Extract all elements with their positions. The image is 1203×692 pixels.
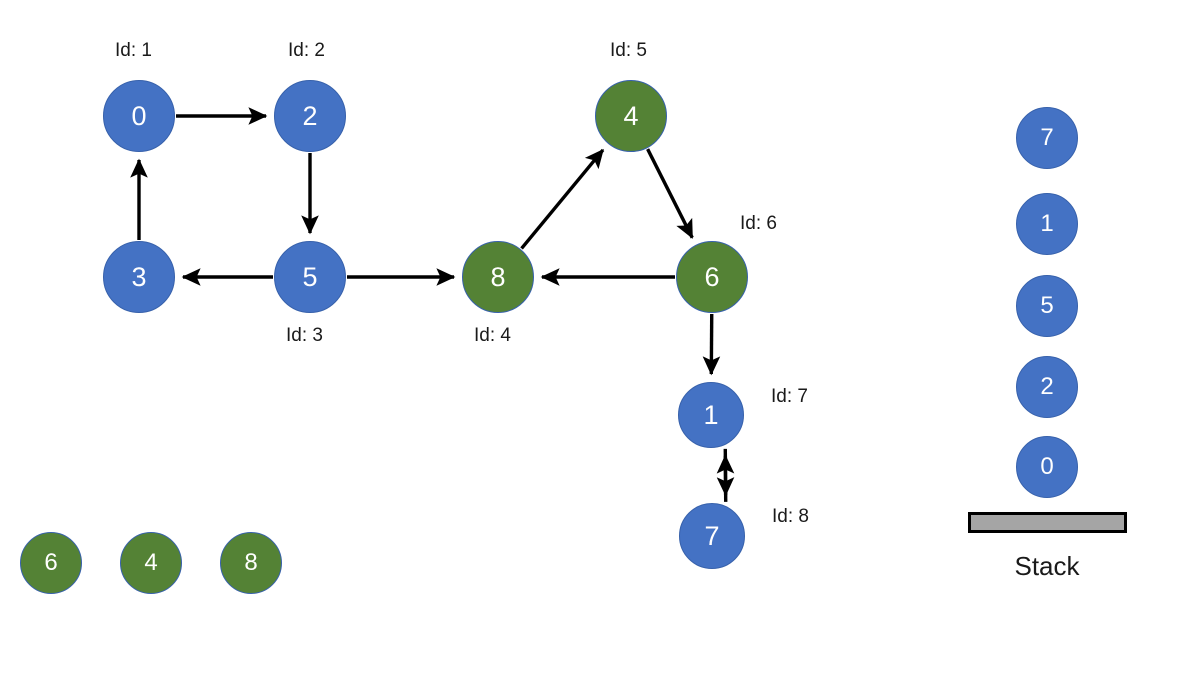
graph-node-5[interactable]: 5 bbox=[274, 241, 346, 313]
stack-node-1[interactable]: 1 bbox=[1016, 193, 1078, 255]
edge-id-label-3: Id: 4 bbox=[474, 325, 511, 346]
node-label: 6 bbox=[44, 549, 58, 576]
graph-edge-n4-to-n6 bbox=[646, 148, 694, 239]
edge-id-label-2: Id: 3 bbox=[286, 325, 323, 346]
node-label: 2 bbox=[1040, 373, 1054, 400]
edge-id-label-0: Id: 1 bbox=[115, 40, 152, 61]
node-label: 1 bbox=[703, 399, 719, 430]
edge-id-label-6: Id: 7 bbox=[771, 386, 808, 407]
node-label: 2 bbox=[302, 100, 318, 131]
stack-node-2[interactable]: 2 bbox=[1016, 356, 1078, 418]
pool-node-8[interactable]: 8 bbox=[220, 532, 282, 594]
node-label: 8 bbox=[490, 261, 506, 292]
stack-node-5[interactable]: 5 bbox=[1016, 275, 1078, 337]
graph-node-8[interactable]: 8 bbox=[462, 241, 534, 313]
graph-node-7[interactable]: 7 bbox=[679, 503, 745, 569]
node-label: 0 bbox=[1040, 453, 1054, 480]
stack-base-bar bbox=[968, 512, 1127, 533]
node-label: 6 bbox=[704, 261, 720, 292]
pool-node-6[interactable]: 6 bbox=[20, 532, 82, 594]
node-label: 8 bbox=[244, 549, 258, 576]
stack-caption: Stack bbox=[1014, 551, 1080, 581]
edge-id-label-4: Id: 5 bbox=[610, 40, 647, 61]
edge-id-label-5: Id: 6 bbox=[740, 213, 777, 234]
graph-node-6[interactable]: 6 bbox=[676, 241, 748, 313]
pool-node-4[interactable]: 4 bbox=[120, 532, 182, 594]
node-label: 5 bbox=[302, 261, 318, 292]
graph-node-2[interactable]: 2 bbox=[274, 80, 346, 152]
node-label: 7 bbox=[704, 520, 720, 551]
graph-edge-n8-to-n4 bbox=[520, 148, 605, 250]
stack-node-0[interactable]: 0 bbox=[1016, 436, 1078, 498]
node-label: 5 bbox=[1040, 292, 1054, 319]
node-label: 0 bbox=[131, 100, 147, 131]
edge-id-label-7: Id: 8 bbox=[772, 506, 809, 527]
node-label: 4 bbox=[144, 549, 158, 576]
edges-group bbox=[130, 107, 735, 502]
graph-node-3[interactable]: 3 bbox=[103, 241, 175, 313]
edge-id-label-1: Id: 2 bbox=[288, 40, 325, 61]
graph-node-0[interactable]: 0 bbox=[103, 80, 175, 152]
node-label: 7 bbox=[1040, 124, 1054, 151]
node-label: 1 bbox=[1040, 210, 1054, 237]
stack-node-7[interactable]: 7 bbox=[1016, 107, 1078, 169]
node-label: 3 bbox=[131, 261, 147, 292]
graph-node-4[interactable]: 4 bbox=[595, 80, 667, 152]
graph-node-1[interactable]: 1 bbox=[678, 382, 744, 448]
node-label: 4 bbox=[623, 100, 639, 131]
